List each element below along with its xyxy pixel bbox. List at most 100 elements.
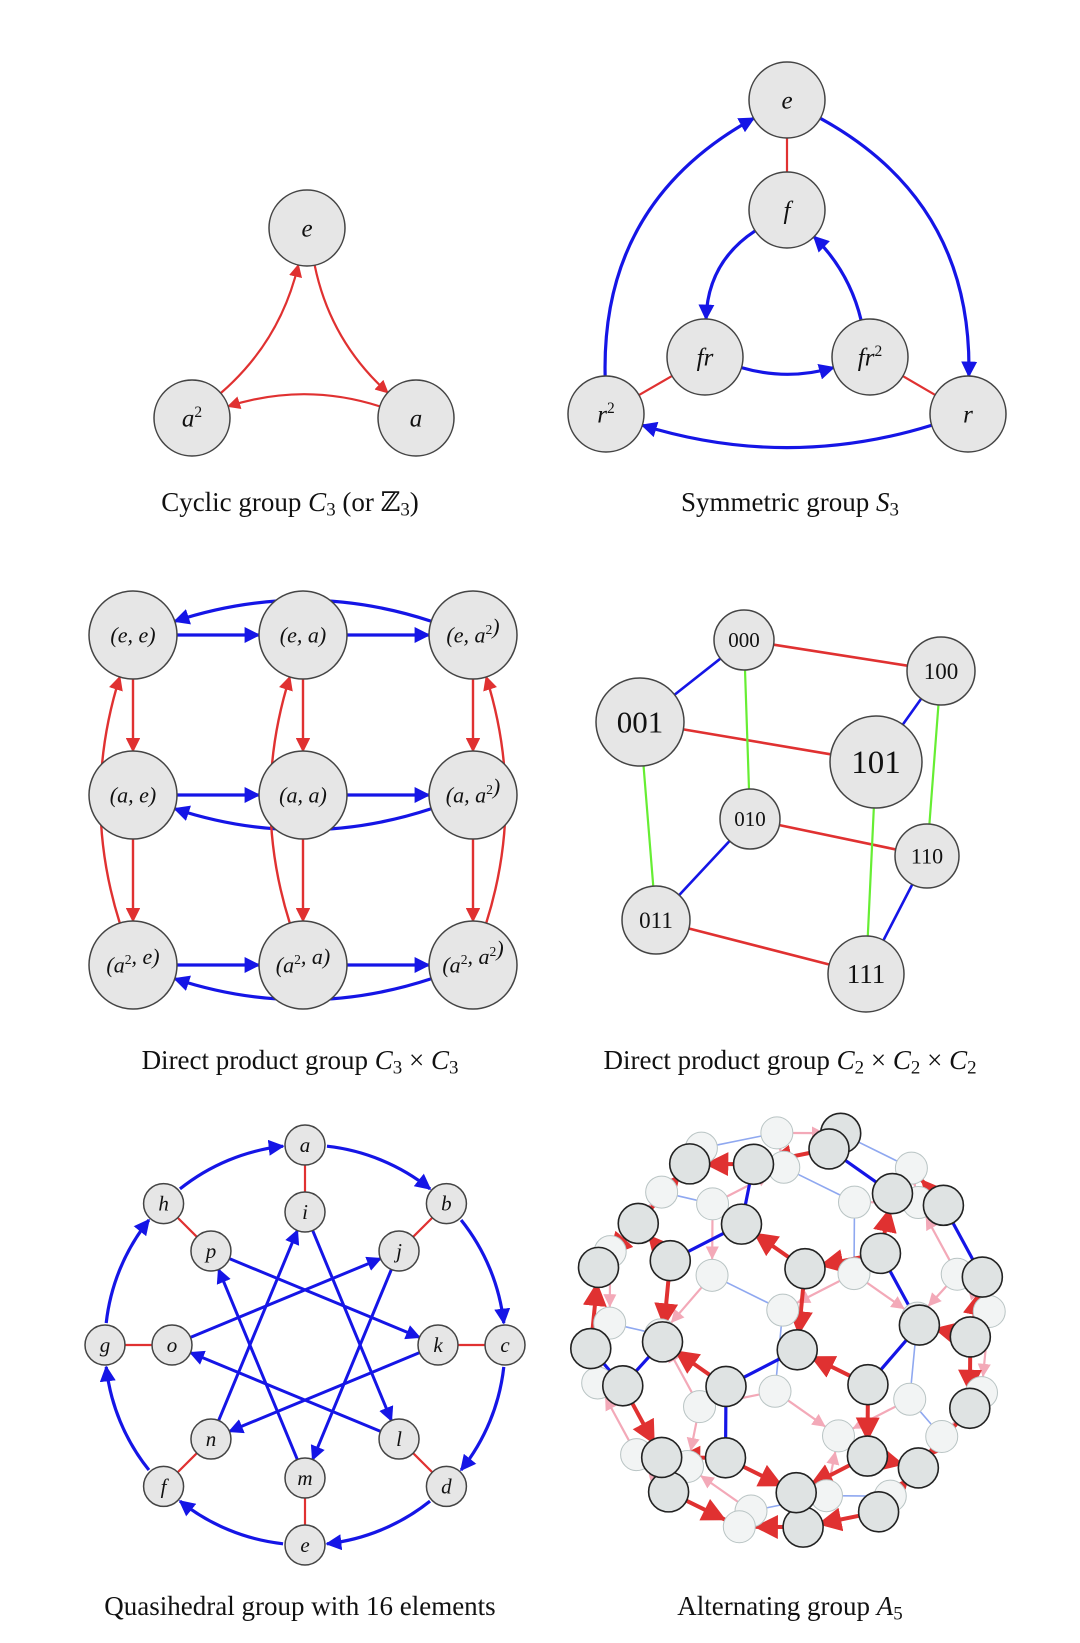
node-circle: [567, 375, 645, 453]
node-a2: a2: [153, 379, 231, 457]
vertex: [857, 1491, 900, 1533]
node-111: 111: [827, 935, 905, 1013]
vertex: [758, 1374, 792, 1408]
edge-outer-g: [104, 1218, 151, 1324]
edge-1: [796, 1280, 840, 1304]
node-circle: [88, 920, 178, 1010]
node-label: fr: [697, 345, 714, 372]
node-label-part: (a, a): [279, 782, 327, 807]
edge-fr2-f: [812, 235, 863, 322]
edge-r2-e: [603, 116, 756, 378]
node-label: (a2, e): [106, 944, 159, 977]
node-label: n: [206, 1427, 217, 1451]
edge-10: [852, 1405, 896, 1430]
node-label: e: [781, 88, 792, 115]
edge-r-r2: [640, 421, 934, 450]
node-circle: [151, 1324, 193, 1366]
edge-2: [726, 1282, 769, 1304]
node-label-part: ): [490, 614, 499, 639]
node-fr: fr: [666, 318, 744, 396]
node-circle: [142, 1182, 185, 1225]
node-circle: [713, 609, 775, 671]
edge-79: [683, 1230, 728, 1255]
node-label: 011: [639, 908, 673, 933]
node-ea: (e, a): [258, 590, 348, 680]
vertex: [948, 1387, 991, 1430]
node-circle: [829, 715, 923, 809]
node-b: b: [425, 1182, 468, 1225]
edge-14: [798, 1174, 841, 1196]
edge-37: [717, 1135, 762, 1146]
node-label: (e, a): [280, 622, 326, 647]
caption-alternating-group: Alternating group A5: [677, 1591, 903, 1625]
node-label-part: (e, e): [110, 622, 155, 647]
edge-fr-r2: [637, 374, 674, 397]
vertex: [925, 1420, 959, 1454]
node-label: 010: [734, 807, 766, 831]
edge-e-a: [313, 264, 389, 394]
node-label: r2: [597, 400, 614, 429]
node-label-sup: 2: [125, 952, 132, 967]
edge-blue-100-101: [901, 697, 923, 726]
node-label: 000: [728, 628, 760, 652]
vertex: [871, 1172, 914, 1215]
edge-spoke-b: [412, 1216, 434, 1238]
edge-star-l: [188, 1350, 383, 1433]
node-label-part: g: [100, 1333, 111, 1357]
node-label-part: m: [297, 1466, 312, 1490]
node-circle: [284, 1191, 326, 1233]
node-label-part: (a: [106, 952, 124, 977]
edge-outer-c: [459, 1366, 506, 1472]
node-label-part: (a, a: [446, 782, 486, 807]
edge-19: [920, 1411, 932, 1425]
node-n: n: [190, 1418, 232, 1460]
node-aa: (a, a): [258, 750, 348, 840]
vertex: [922, 1184, 965, 1227]
edge-green-101-111: [866, 806, 875, 938]
node-a: a: [284, 1124, 326, 1166]
node-circle: [595, 677, 685, 767]
edge-20: [677, 1195, 697, 1201]
node-label: b: [441, 1192, 452, 1216]
node-label: (a, a): [279, 782, 327, 807]
vertex: [732, 1143, 775, 1186]
node-label: (a, a2): [446, 774, 500, 807]
edge-13: [686, 1422, 700, 1452]
node-label-part: (a: [276, 952, 294, 977]
node-circle: [827, 935, 905, 1013]
edge-86: [753, 1231, 794, 1261]
edge-17: [625, 1326, 645, 1332]
edge-a2-e: [219, 263, 303, 395]
node-label-part: , a): [301, 944, 330, 969]
node-label: j: [393, 1239, 402, 1263]
vertex: [649, 1239, 692, 1282]
edge-74: [809, 1461, 855, 1487]
node-circle: [425, 1182, 468, 1225]
edge-red-010-110: [778, 823, 897, 851]
node-circle: [906, 636, 976, 706]
vertex: [645, 1175, 679, 1209]
node-circle: [284, 1457, 326, 1499]
node-i: i: [284, 1191, 326, 1233]
vertex: [720, 1203, 763, 1245]
node-label: k: [433, 1333, 443, 1357]
node-d: d: [425, 1465, 468, 1508]
node-label: o: [167, 1333, 178, 1357]
vertex: [668, 1143, 711, 1185]
edge-53: [949, 1218, 976, 1264]
node-ea2: (e, a2): [428, 590, 518, 680]
edge-66: [628, 1398, 656, 1445]
edge-blue-000-001: [673, 657, 722, 697]
node-label-part: h: [158, 1192, 169, 1216]
edge-star-n: [217, 1228, 300, 1423]
edge-a-a2: [226, 393, 381, 410]
node-circle: [284, 1124, 326, 1166]
node-label-part: fr: [697, 345, 714, 372]
node-label-sup: 2: [294, 952, 301, 967]
node-circle: [153, 379, 231, 457]
node-label-part: 000: [728, 628, 760, 652]
node-label-sup: 2: [874, 343, 882, 360]
edge-78: [654, 1275, 679, 1328]
